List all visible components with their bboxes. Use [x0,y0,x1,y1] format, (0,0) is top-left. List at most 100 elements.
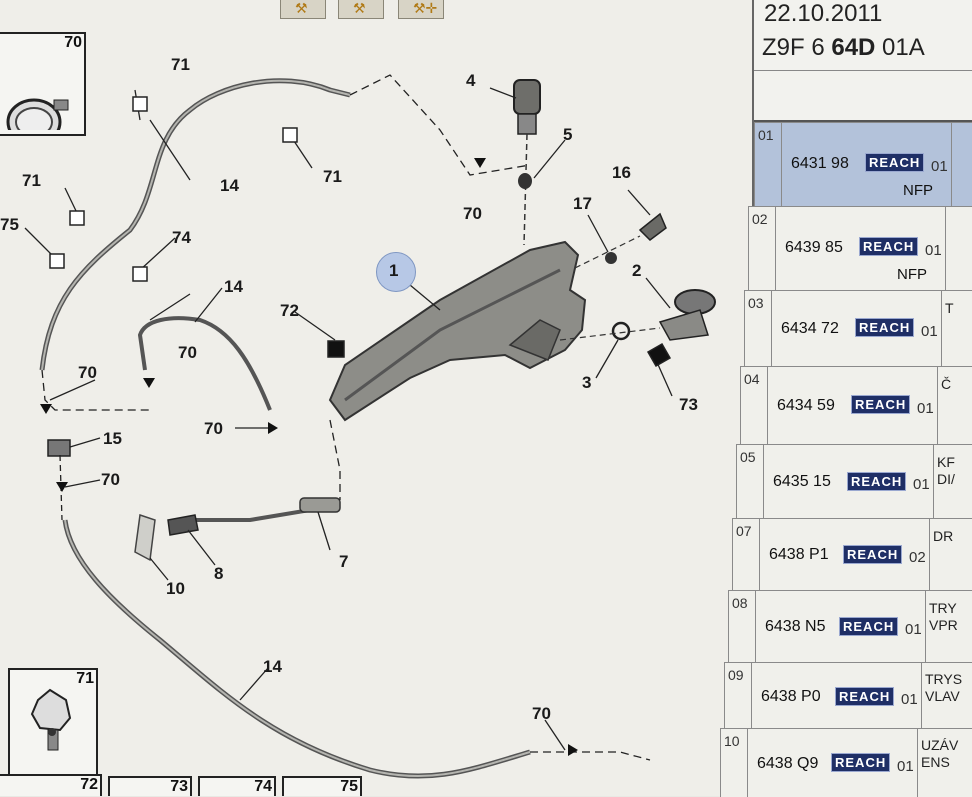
reach-badge[interactable]: REACH [855,318,915,337]
reference-prefix: Z9F 6 [762,34,832,61]
row-number: 01 [758,127,774,143]
callout-5[interactable]: 5 [563,125,573,144]
inset-label-74: 74 [254,778,272,795]
row-divider [937,367,938,445]
parts-row-08[interactable]: 08 6438 N5 REACH 01 TRY VPR [728,590,972,663]
reference-suffix: 01A [875,34,925,61]
wrench-move-icon: ⚒✛ [413,0,438,16]
callout-8[interactable]: 8 [214,564,224,583]
reach-badge[interactable]: REACH [831,753,891,772]
seal-ring[interactable] [611,321,631,341]
callout-10[interactable]: 10 [166,579,185,598]
connector[interactable] [167,514,199,536]
callout-14-c[interactable]: 14 [263,657,282,676]
part-quantity: 01 [931,158,948,175]
grommet[interactable] [518,173,532,189]
callout-3[interactable]: 3 [582,373,592,392]
part-quantity: 01 [921,323,938,340]
callout-75[interactable]: 75 [0,215,19,234]
filler-cap[interactable] [674,289,716,315]
tool-button-3[interactable]: ⚒✛ [398,0,444,19]
pump[interactable] [513,79,541,115]
part-reference[interactable]: 6439 85 [785,239,843,256]
tool-button-1[interactable]: ⚒ [280,0,326,19]
row-number: 07 [736,523,752,539]
row-number: 08 [732,595,748,611]
t-connector[interactable] [47,439,71,457]
reach-badge[interactable]: REACH [847,472,907,491]
row-divider [925,591,926,663]
hose-upper[interactable] [39,78,351,371]
callout-74[interactable]: 74 [172,228,191,247]
inset-71[interactable]: 71 [8,668,98,776]
cover[interactable] [134,514,156,562]
callout-15[interactable]: 15 [103,429,122,448]
part-nfp: NFP [897,266,927,283]
reach-badge[interactable]: REACH [835,687,895,706]
callout-16[interactable]: 16 [612,163,631,182]
part-reference[interactable]: 6434 59 [777,397,835,414]
part-reference[interactable]: 6435 15 [773,473,831,490]
callout-17[interactable]: 17 [573,194,592,213]
callout-70-f[interactable]: 70 [532,704,551,723]
callout-7[interactable]: 7 [339,552,349,571]
callout-71-b[interactable]: 71 [323,167,342,186]
part-reference[interactable]: 6434 72 [781,320,839,337]
washer-reservoir[interactable] [328,240,587,422]
row-divider [929,519,930,591]
inset-label-71: 71 [76,670,94,687]
callout-70-a[interactable]: 70 [463,204,482,223]
row-divider [921,663,922,729]
part-reference[interactable]: 6438 N5 [765,618,826,635]
callout-2[interactable]: 2 [632,261,642,280]
inset-75[interactable]: 75 [282,776,362,796]
reach-badge[interactable]: REACH [865,153,925,172]
wrench-icon: ⚒ [353,0,366,16]
callout-70-b[interactable]: 70 [78,363,97,382]
callout-70-d[interactable]: 70 [101,470,120,489]
reach-badge[interactable]: REACH [851,395,911,414]
inset-label-75: 75 [340,778,358,795]
callout-71-a[interactable]: 71 [171,55,190,74]
reach-badge[interactable]: REACH [843,545,903,564]
part-quantity: 01 [905,621,922,638]
part-description: TRY VPR [929,600,958,633]
row-divider [747,729,748,797]
callout-70-c[interactable]: 70 [178,343,197,362]
part-quantity: 01 [917,400,934,417]
part-reference[interactable]: 6431 98 [791,155,849,172]
hose-mid[interactable] [137,316,272,411]
part-reference[interactable]: 6438 P0 [761,688,821,705]
callout-1[interactable]: 1 [389,261,399,280]
reach-badge[interactable]: REACH [859,237,919,256]
reach-badge[interactable]: REACH [839,617,899,636]
hose-lower[interactable] [62,519,531,779]
callout-73[interactable]: 73 [679,395,698,414]
part-reference[interactable]: 6438 Q9 [757,755,819,772]
tool-button-2[interactable]: ⚒ [338,0,384,19]
callout-14-a[interactable]: 14 [220,176,239,195]
inset-73[interactable]: 73 [108,776,192,796]
exploded-diagram[interactable]: 1 2 3 4 5 7 8 10 14 14 14 14 15 16 17 70… [0,0,754,796]
inset-72[interactable]: 72 [0,774,102,796]
small-grommet[interactable] [605,252,617,264]
part-reference[interactable]: 6438 P1 [769,546,829,563]
callout-14-b[interactable]: 14 [224,277,243,296]
row-divider [781,123,782,207]
inset-74[interactable]: 74 [198,776,276,796]
callout-72[interactable]: 72 [280,301,299,320]
inset-70[interactable]: 70 [0,32,86,136]
hose-connector[interactable] [638,212,667,241]
callout-4[interactable]: 4 [466,71,476,90]
callout-71-c[interactable]: 71 [22,171,41,190]
callout-70-e[interactable]: 70 [204,419,223,438]
